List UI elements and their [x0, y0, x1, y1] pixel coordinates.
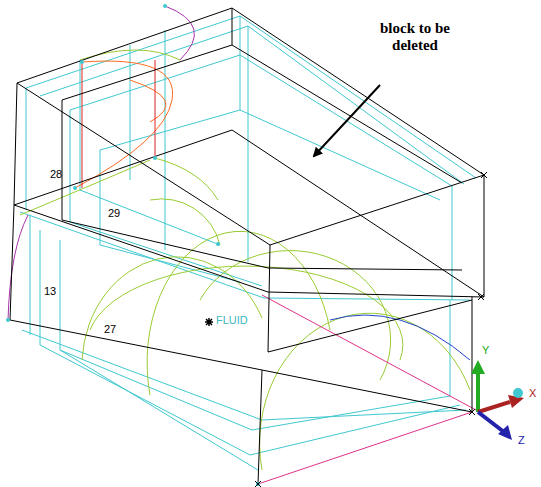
vertices	[6, 4, 260, 486]
callout-number: 13	[44, 285, 56, 297]
callout-number: 28	[50, 168, 62, 180]
callout-number: 29	[108, 207, 120, 219]
axis-label: Y	[482, 344, 489, 356]
callout-text: block to be deleted	[372, 20, 458, 55]
block-edges	[10, 8, 484, 484]
crosshair-marks	[205, 172, 487, 487]
zone-label: FLUID	[216, 314, 248, 326]
arc-edges	[20, 50, 470, 470]
axis-label: X	[529, 387, 536, 399]
axis-triad	[471, 360, 524, 440]
callout-number: 27	[104, 323, 116, 335]
face-edges	[20, 16, 476, 470]
axis-label: Z	[518, 434, 525, 446]
